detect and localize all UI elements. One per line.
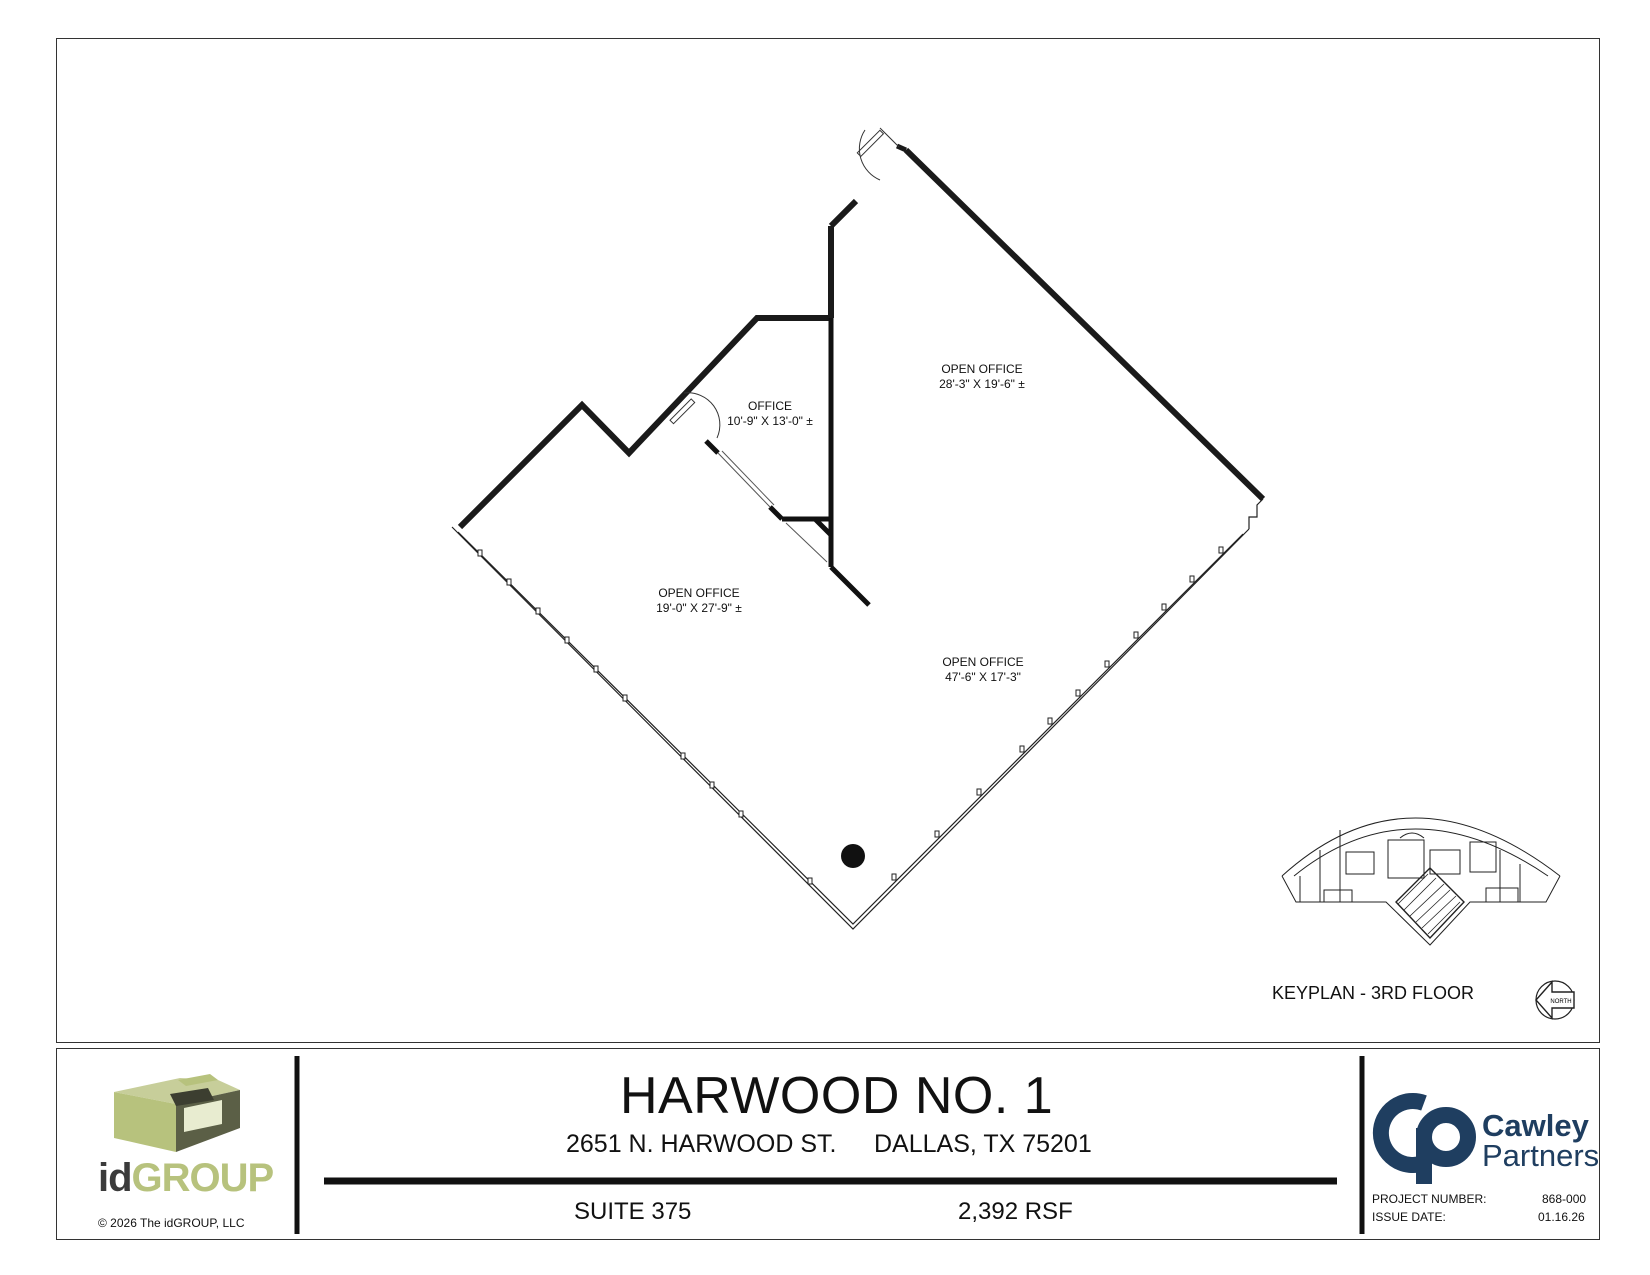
- idgroup-logo-mark: [114, 1074, 240, 1152]
- project-number-value: 868-000: [1542, 1192, 1587, 1206]
- room-label-office: OFFICE 10'-9" X 13'-0" ±: [727, 399, 813, 428]
- cawley-name-line2: Partners: [1482, 1138, 1600, 1173]
- room-label-open-office-south: OPEN OFFICE 47'-6" X 17'-3": [942, 655, 1023, 684]
- issue-date-label: ISSUE DATE:: [1372, 1210, 1446, 1224]
- idgroup-wordmark: idGROUP: [98, 1156, 275, 1201]
- title-block-rules: [294, 1056, 1365, 1234]
- north-arrow-icon: NORTH: [1535, 980, 1575, 1020]
- address-city: DALLAS, TX 75201: [874, 1130, 1092, 1158]
- address-street: 2651 N. HARWOOD ST.: [566, 1130, 837, 1158]
- keyplan-label: KEYPLAN - 3RD FLOOR: [1272, 983, 1475, 1003]
- curtain-wall: [451, 498, 1264, 930]
- suite-number: SUITE 375: [574, 1198, 692, 1225]
- cawley-logo-mark: [1372, 1093, 1476, 1184]
- idgroup-wordmark-group: GROUP: [131, 1156, 275, 1200]
- room-label-open-office-west: OPEN OFFICE 19'-0" X 27'-9" ±: [656, 586, 742, 615]
- svg-text:OPEN OFFICE: OPEN OFFICE: [941, 362, 1022, 376]
- structural-column: [841, 844, 865, 868]
- svg-text:NORTH: NORTH: [1550, 999, 1571, 1005]
- room-label-open-office-north: OPEN OFFICE 28'-3" X 19'-6" ±: [939, 362, 1025, 391]
- cawley-name-line1: Cawley: [1482, 1108, 1589, 1143]
- svg-text:OPEN OFFICE: OPEN OFFICE: [658, 586, 739, 600]
- keyplan-drawing: [1281, 817, 1561, 946]
- svg-text:28'-3" X 19'-6" ±: 28'-3" X 19'-6" ±: [939, 377, 1025, 391]
- svg-text:OPEN OFFICE: OPEN OFFICE: [942, 655, 1023, 669]
- exterior-walls: [457, 143, 1266, 530]
- title-block-frame: [56, 1048, 1600, 1240]
- building-title: HARWOOD NO. 1: [620, 1067, 1054, 1125]
- issue-date-value: 01.16.26: [1538, 1210, 1585, 1224]
- idgroup-wordmark-id: id: [98, 1156, 133, 1200]
- copyright-notice: © 2026 The idGROUP, LLC: [98, 1216, 245, 1230]
- svg-text:OFFICE: OFFICE: [748, 399, 792, 413]
- drawing-frame: [56, 38, 1600, 1043]
- door-swings: [669, 127, 900, 439]
- svg-text:47'-6" X 17'-3": 47'-6" X 17'-3": [945, 670, 1021, 684]
- svg-text:19'-0" X 27'-9" ±: 19'-0" X 27'-9" ±: [656, 601, 742, 615]
- project-number-label: PROJECT NUMBER:: [1372, 1192, 1487, 1206]
- glass-partition: [717, 450, 828, 563]
- interior-walls: [704, 318, 871, 607]
- rentable-area: 2,392 RSF: [958, 1198, 1073, 1225]
- svg-text:10'-9" X 13'-0" ±: 10'-9" X 13'-0" ±: [727, 414, 813, 428]
- window-mullions: [477, 546, 1224, 885]
